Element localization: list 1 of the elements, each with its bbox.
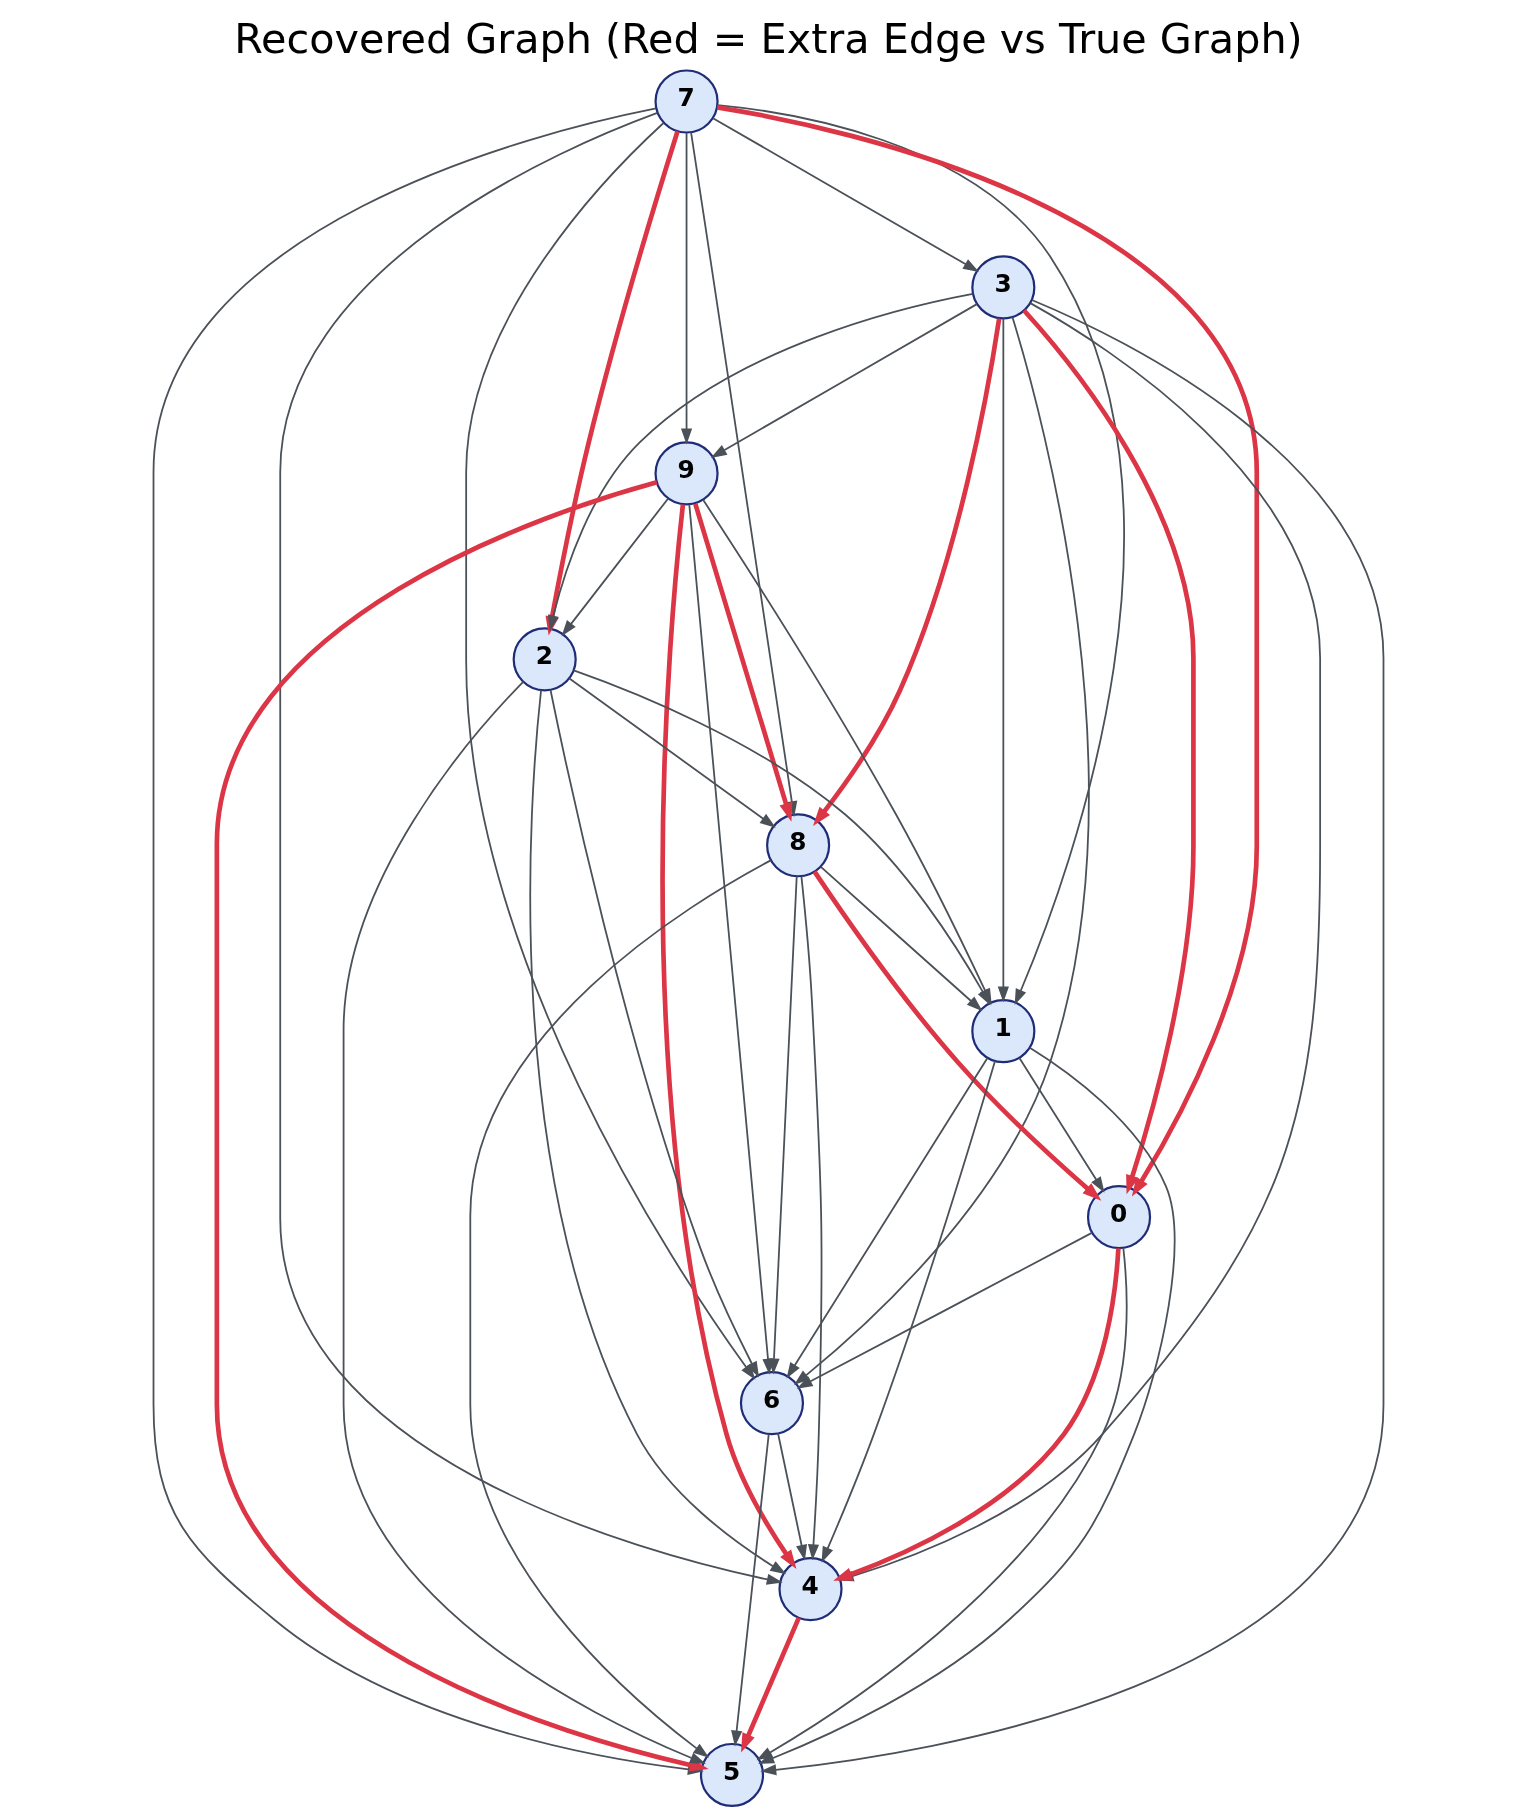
diagram-title: Recovered Graph (Red = Extra Edge vs True Graph): [233, 14, 1303, 63]
